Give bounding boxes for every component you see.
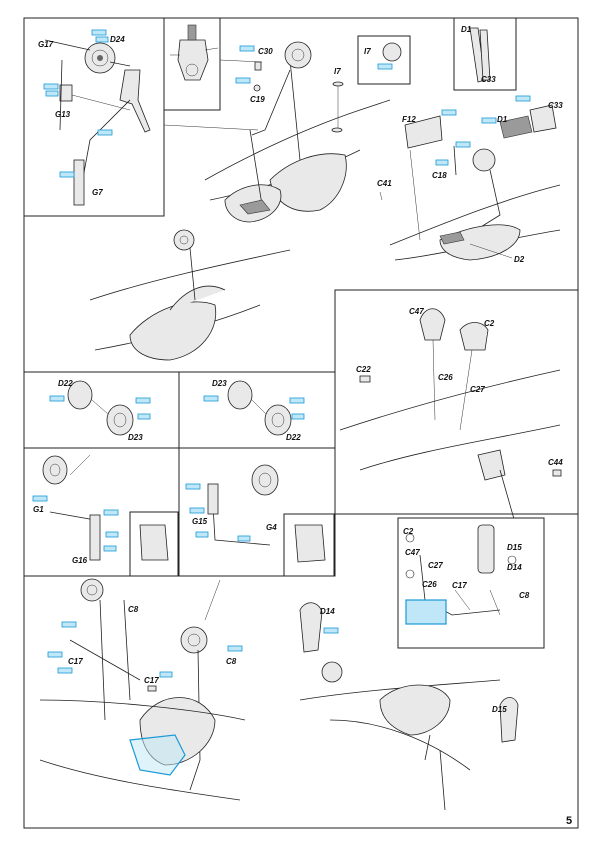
label-d14-inset: D14: [507, 563, 522, 572]
label-c26-inset: C26: [422, 580, 437, 589]
main-gear-installation: C30 C19 I7 I7: [163, 35, 411, 223]
label-d24: D24: [110, 35, 125, 44]
label-c22: C22: [356, 365, 371, 374]
label-c2: C2: [484, 319, 495, 328]
label-d2: D2: [514, 255, 525, 264]
label-c30: C30: [258, 47, 273, 56]
label-c8: C8: [128, 605, 139, 614]
main-gear-bay-installation: C8 C17 C17 C8: [39, 578, 246, 801]
label-c33: C33: [548, 101, 563, 110]
wheel-assembly-left: D22 D23: [23, 371, 180, 449]
label-d14: D14: [320, 607, 335, 616]
label-c17-right: C17: [144, 676, 159, 685]
label-c41: C41: [377, 179, 392, 188]
label-d15-inset: D15: [507, 543, 522, 552]
label-g15: G15: [192, 517, 208, 526]
wheel-assembly-right: D23 D22: [178, 371, 336, 449]
main-gear-assembled-view: [59, 59, 291, 361]
label-i7-inset: I7: [364, 47, 371, 56]
page-number: 5: [566, 815, 572, 827]
label-c17-inset: C17: [452, 581, 467, 590]
label-d23-right: D23: [212, 379, 227, 388]
label-c33-inset: C33: [481, 75, 496, 84]
label-g13: G13: [55, 110, 71, 119]
label-c44: C44: [548, 458, 563, 467]
strut-assembly-left: G1 G16: [23, 447, 180, 577]
label-c2-inset: C2: [403, 527, 414, 536]
nose-gear-door-installation: D1 C33 C33 D1 F12 C18 C41 D2: [377, 17, 563, 264]
label-d15: D15: [492, 705, 507, 714]
label-c8-right: C8: [226, 657, 237, 666]
label-d22-right: D22: [286, 433, 301, 442]
label-c17: C17: [68, 657, 83, 666]
inset-main-gear-strut: G17 D24 G13 G7: [23, 17, 165, 217]
inset-strut-top-detail: [163, 17, 221, 111]
label-g16: G16: [72, 556, 88, 565]
label-d22: D22: [58, 379, 73, 388]
label-c18: C18: [432, 171, 447, 180]
label-f12: F12: [402, 115, 416, 124]
label-c19: C19: [250, 95, 265, 104]
label-g17: G17: [38, 40, 54, 49]
label-c26: C26: [438, 373, 453, 382]
label-g1: G1: [33, 505, 44, 514]
strut-assembly-right: G15 G4: [178, 447, 336, 577]
label-g4: G4: [266, 523, 277, 532]
label-i7: I7: [334, 67, 341, 76]
pedal-linkage-inset: C2 C47 C27 C26 C17 D15 D14 C8: [397, 517, 545, 649]
nose-gear-doors-installation: D14 D15: [299, 602, 519, 811]
label-c27-inset: C27: [428, 561, 443, 570]
label-d1-inset: D1: [461, 25, 472, 34]
label-c8-inset: C8: [519, 591, 530, 600]
cockpit-detail-panel: C47 C2 C22 C26 C27 C44: [334, 289, 579, 541]
label-d23: D23: [128, 433, 143, 442]
label-c27: C27: [470, 385, 485, 394]
label-g7: G7: [92, 188, 103, 197]
label-c47-inset: C47: [405, 548, 420, 557]
label-c47: C47: [409, 307, 424, 316]
label-d1: D1: [497, 115, 508, 124]
